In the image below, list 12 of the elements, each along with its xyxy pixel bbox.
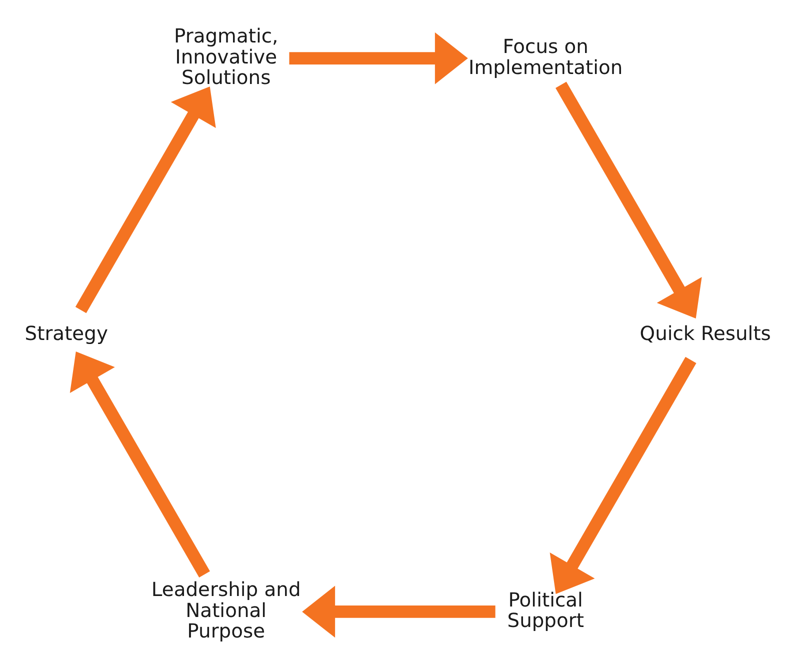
arrow — [550, 356, 696, 594]
arrow — [302, 585, 496, 638]
arrow — [75, 86, 216, 313]
node-text: Pragmatic, Innovative Solutions — [174, 24, 278, 89]
arrow — [556, 81, 702, 318]
node-text: Political Support — [507, 588, 584, 632]
arrow — [70, 351, 210, 577]
node-text: Leadership and National Purpose — [151, 578, 301, 642]
node-text: Quick Results — [640, 322, 771, 345]
node-text: Focus on Implementation — [468, 34, 623, 78]
node-text: Strategy — [24, 322, 108, 345]
arrow — [289, 32, 468, 84]
